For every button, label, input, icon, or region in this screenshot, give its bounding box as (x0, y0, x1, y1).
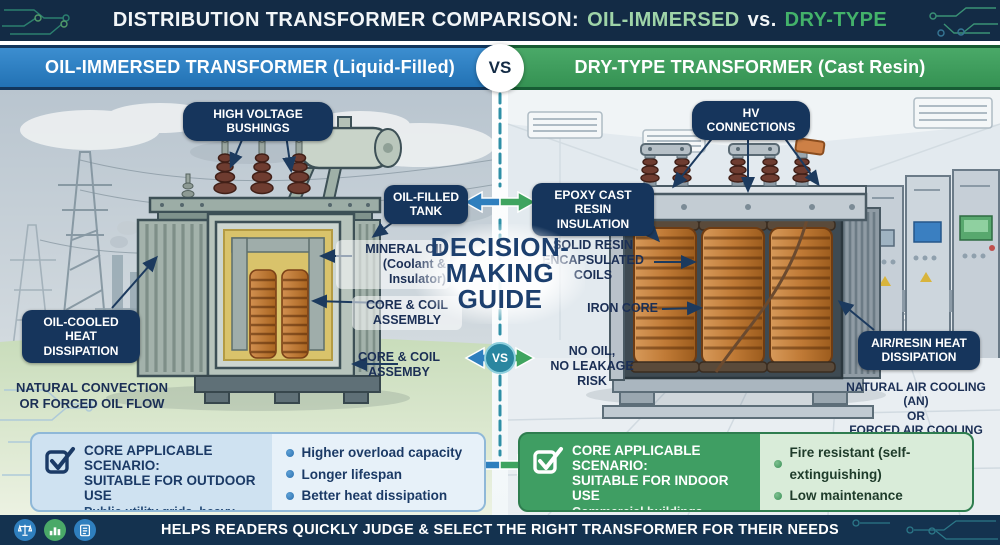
title-vs: vs. (747, 9, 777, 31)
bullet-dot (773, 491, 782, 500)
convection-line-2: OR FORCED OIL FLOW (19, 395, 165, 411)
convection-line-1: NATURAL CONVECTION (16, 380, 168, 395)
hv-bushings (181, 135, 311, 198)
chart-icon (44, 519, 66, 541)
label-high-voltage-bushings: HIGH VOLTAGE BUSHINGS (183, 102, 333, 141)
copper-coils (249, 269, 309, 359)
circuit-decoration-footer (852, 519, 998, 540)
benefit-item: Higher overload capacity (285, 442, 476, 464)
header-dry-type: DRY-TYPE TRANSFORMER (Cast Resin) (500, 45, 1000, 90)
warning-triangle (920, 272, 932, 282)
indoor-heading-2: SUITABLE FOR INDOOR USE (572, 473, 729, 504)
scenario-outdoor-benefits: Higher overload capacity Longer lifespan… (271, 434, 484, 510)
scenario-outdoor-heading: CORE APPLICABLE SCENARIO: SUITABLE FOR O… (84, 443, 266, 503)
label-iron-core: IRON CORE (587, 301, 658, 315)
vs-badge-top: VS (476, 44, 524, 92)
bullet-dot (285, 491, 294, 500)
page-title: DISTRIBUTION TRANSFORMER COMPARISON: OIL… (0, 0, 1000, 41)
indoor-heading-1: CORE APPLICABLE SCENARIO: (572, 443, 701, 474)
scenario-indoor-benefits: Fire resistant (self-extinguishing) Low … (759, 434, 972, 511)
cabinet-screen-blue (913, 221, 942, 243)
orange-connector (794, 137, 826, 156)
benefit-item: Low maintenance (773, 485, 964, 507)
bullet-dot (773, 459, 782, 468)
benefit-item: Fire resistant (self-extinguishing) (773, 442, 964, 485)
scale-icon (14, 519, 36, 541)
title-dry: DRY-TYPE (784, 9, 888, 31)
bullet-dot (285, 470, 294, 479)
no-oil-line-2: NO LEAKAGE RISK (550, 359, 634, 388)
scenario-indoor-description: Commercial buildings, hospitals, data ce… (572, 505, 754, 510)
footer-icons (14, 519, 96, 541)
label-core-coil-assemby: CORE & COIL ASSEMBY (358, 350, 440, 379)
title-bar: DISTRIBUTION TRANSFORMER COMPARISON: OIL… (0, 0, 1000, 41)
vs-badge-mid: VS (484, 342, 516, 374)
label-oil-filled-tank: OIL-FILLED TANK (384, 185, 468, 224)
footer-bar: HELPS READERS QUICKLY JUDGE & SELECT THE… (0, 515, 1000, 545)
scenario-box-outdoor: CORE APPLICABLE SCENARIO: SUITABLE FOR O… (30, 432, 486, 512)
tank-cutaway (214, 220, 342, 370)
base-channel (612, 377, 864, 393)
transmission-tower (58, 151, 112, 356)
footer-text: HELPS READERS QUICKLY JUDGE & SELECT THE… (161, 522, 839, 538)
bullet-dot (285, 448, 294, 457)
outdoor-heading-2: SUITABLE FOR OUTDOOR USE (84, 473, 256, 504)
benefit-item: Environmentally friendly (774, 507, 964, 511)
title-oil: OIL-IMMERSED (587, 9, 740, 31)
no-oil-line-1: NO OIL, (568, 344, 616, 358)
header-oil-immersed: OIL-IMMERSED TRANSFORMER (Liquid-Filled) (0, 45, 500, 90)
clipboard-icon (74, 519, 96, 541)
warning-triangle (879, 276, 891, 286)
scenario-indoor-main: CORE APPLICABLE SCENARIO: SUITABLE FOR I… (520, 434, 760, 510)
cable (714, 215, 810, 373)
checkbox-icon (45, 447, 75, 474)
label-air-resin-heat: AIR/RESIN HEAT DISSIPATION (858, 331, 980, 370)
label-natural-convection: NATURAL CONVECTION OR FORCED OIL FLOW (6, 380, 178, 411)
air-cooling-line-1: NATURAL AIR COOLING (AN) (846, 380, 986, 409)
scenario-indoor-heading: CORE APPLICABLE SCENARIO: SUITABLE FOR I… (572, 443, 754, 503)
benefit-item: Better heat dissipation (285, 485, 476, 507)
label-no-oil: NO OIL, NO LEAKAGE RISK (534, 344, 650, 389)
checkbox-icon (533, 447, 563, 474)
benefit-item: Longer lifespan (285, 464, 476, 486)
title-prefix: DISTRIBUTION TRANSFORMER COMPARISON: (112, 9, 580, 31)
outdoor-heading-1: CORE APPLICABLE SCENARIO: (84, 443, 213, 474)
guide-line-2: MAKING (445, 258, 555, 288)
label-oil-cooled-heat: OIL-COOLED HEAT DISSIPATION (22, 310, 140, 364)
decision-making-guide: DECISION- MAKING GUIDE (415, 224, 585, 324)
guide-line-1: DECISION- (430, 232, 570, 262)
scenario-outdoor-description: Public utility grids, heavy industrial s… (84, 505, 266, 510)
circuit-decoration-left (2, 9, 70, 35)
scenario-outdoor-main: CORE APPLICABLE SCENARIO: SUITABLE FOR O… (32, 434, 272, 510)
label-hv-connections: HV CONNECTIONS (692, 101, 810, 140)
tank-lid (148, 196, 382, 214)
air-cooling-line-2: OR (907, 408, 925, 423)
guide-line-3: GUIDE (457, 284, 543, 314)
scenario-box-indoor: CORE APPLICABLE SCENARIO: SUITABLE FOR I… (518, 432, 974, 512)
circuit-decoration-right (929, 7, 998, 37)
